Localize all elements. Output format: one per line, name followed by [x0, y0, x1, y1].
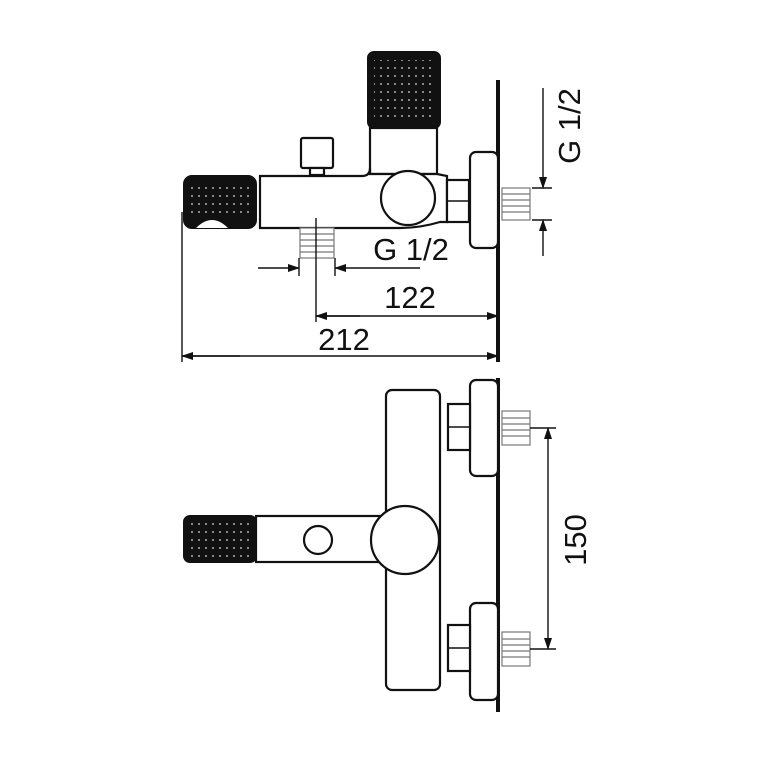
top-handle [367, 51, 441, 176]
dimension-inlet-thread: G 1/2 [532, 88, 587, 256]
dimension-label: G 1/2 [552, 88, 587, 164]
outlet-thread [299, 227, 335, 259]
dimension-label: 212 [318, 322, 370, 357]
thermostat-dial [379, 169, 437, 227]
wall-flange-upper [468, 378, 500, 478]
dimension-label: 122 [384, 280, 436, 315]
inlet-thread-lower [501, 631, 531, 667]
spout-outlet-hole [302, 524, 334, 556]
wall-flange-lower [468, 601, 500, 702]
inlet-thread-upper [501, 410, 531, 446]
dimension-150: 150 [530, 427, 593, 650]
spout-knob-top [183, 175, 257, 229]
dimension-outlet-thread: G 1/2 [258, 232, 449, 276]
dimension-label: 150 [558, 514, 593, 566]
front-view: 150 [183, 378, 593, 712]
spout-knob-front [183, 515, 257, 563]
dimension-label: G 1/2 [373, 232, 449, 267]
dimension-212: 212 [181, 212, 499, 362]
top-view: G 1/2 G 1/2 122 212 [181, 51, 587, 362]
diverter-button [299, 136, 335, 177]
thermostat-dial [369, 504, 441, 576]
inlet-thread [501, 187, 531, 221]
dimension-122: 122 [315, 218, 499, 322]
wall-flange [468, 150, 500, 250]
